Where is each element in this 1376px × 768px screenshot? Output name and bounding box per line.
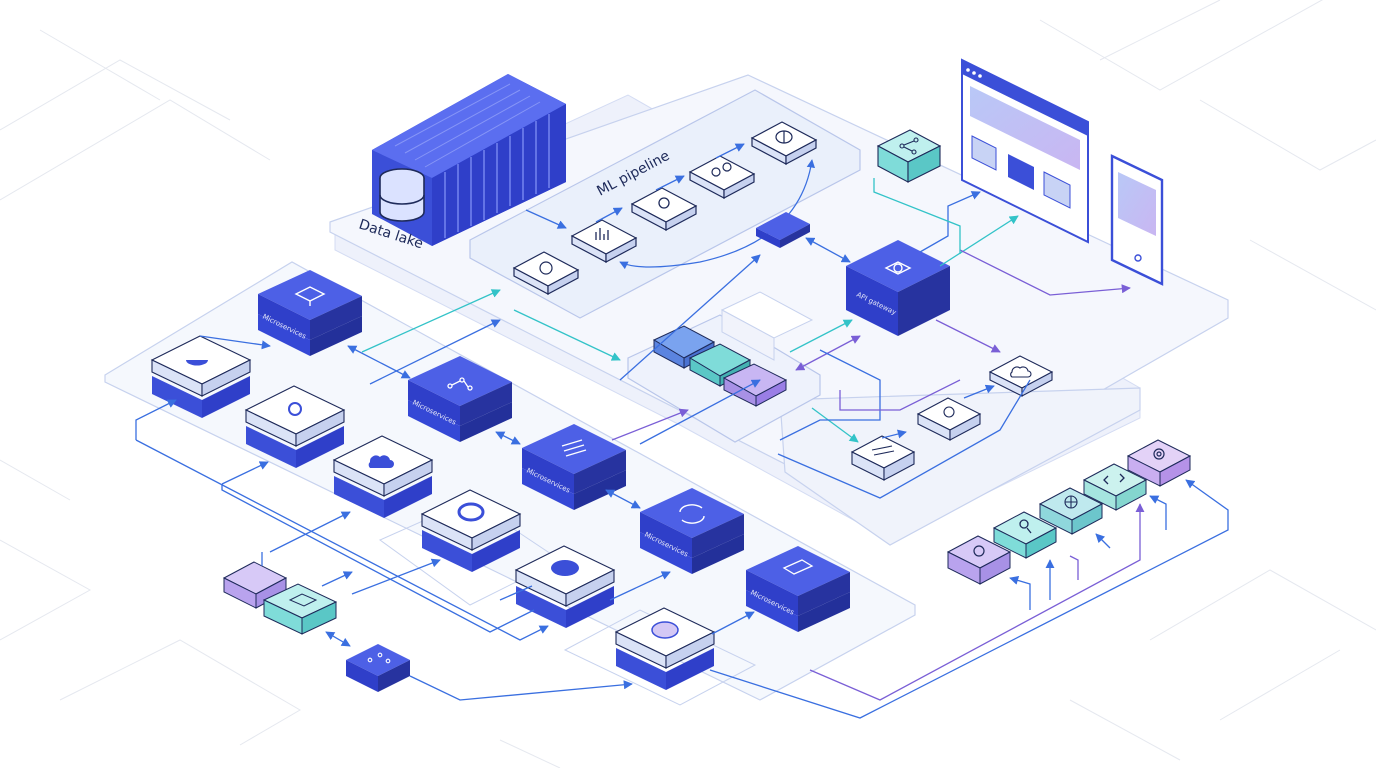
brain-icon [775,130,793,144]
network-icon [884,261,912,275]
monitor-icon [294,286,326,306]
stream-block-light[interactable] [720,291,814,361]
service-block-ring[interactable] [420,489,522,572]
stream-block-violet[interactable] [722,363,788,407]
microservice-block-network[interactable]: Microservices [408,356,512,442]
gear-icon [539,261,553,275]
ml-step-5[interactable] [750,121,818,165]
at-sign-tile[interactable] [1126,439,1192,487]
api-gateway-block[interactable]: API gateway [846,240,950,336]
service-block-chat[interactable] [614,607,716,690]
settings-tile[interactable] [946,535,1012,585]
robot-block[interactable] [916,397,982,441]
gear-icon [288,402,302,416]
service-block-gear[interactable] [244,385,346,468]
config-block[interactable] [850,435,916,481]
browser-window[interactable] [961,58,1089,244]
tile-blue-share[interactable] [346,644,410,692]
share-icon [447,377,473,391]
server-block[interactable] [756,212,810,248]
code-tile[interactable] [1082,463,1148,511]
search-tile[interactable] [992,511,1058,559]
at-sign-icon [1153,448,1165,460]
service-block-disk[interactable] [514,545,616,628]
globe-icon [1064,495,1078,509]
search-icon [1019,519,1032,534]
mobile-phone[interactable] [1110,154,1164,286]
gear-icon [973,545,985,557]
bar-chart-icon [595,228,609,240]
microservice-block-list[interactable]: Microservices [522,424,626,510]
share-icon [367,652,391,664]
ml-step-1[interactable] [512,251,580,295]
code-icon [1103,473,1125,485]
service-block-whale[interactable] [150,335,252,418]
network-block[interactable] [876,129,942,183]
cloud-icon [1010,366,1032,378]
microservice-block-sync[interactable]: Microservices [640,488,744,574]
microservice-block-monitor[interactable]: Microservices [258,270,362,356]
data-lake-container[interactable] [372,74,566,246]
microservices-platform [104,261,916,701]
microservice-block-truck[interactable]: Microservices [746,546,850,632]
globe-tile[interactable] [1038,487,1104,535]
share-icon [899,137,919,155]
cloud-block[interactable] [988,355,1054,397]
gear-icon [943,406,955,418]
cloud-icon [368,455,394,468]
lower-right-platform [779,387,1141,546]
sync-icon [679,504,705,524]
sub-panel-b [563,609,757,706]
chat-icon [651,621,679,639]
tile-teal-monitor[interactable] [262,583,338,635]
database-icon [379,168,425,222]
service-block-cloud[interactable] [332,435,434,518]
